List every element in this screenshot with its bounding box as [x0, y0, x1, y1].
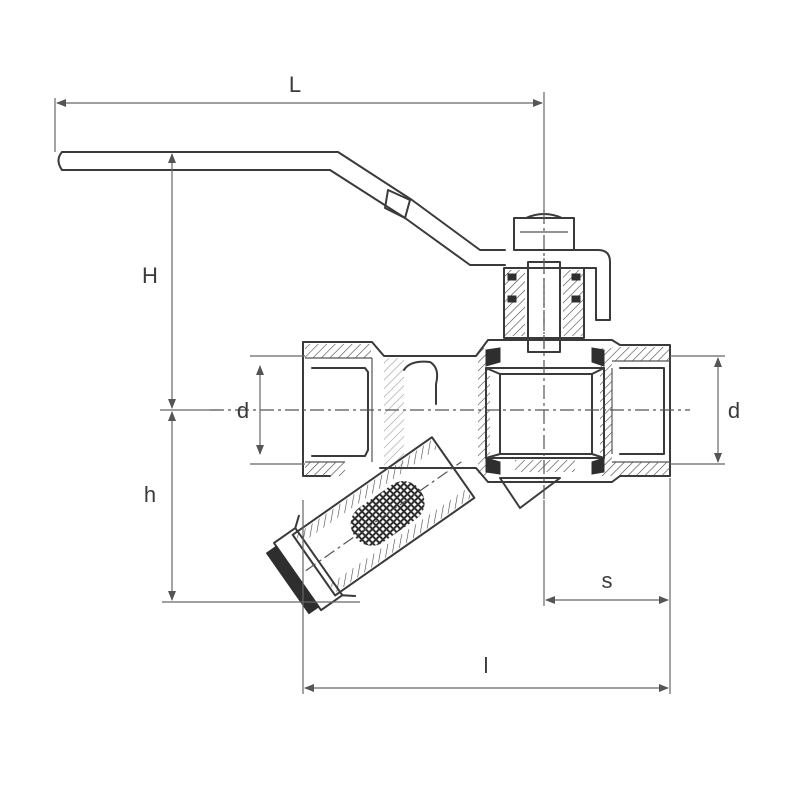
- dimension-d-left: d: [237, 355, 305, 465]
- dimension-l: l: [302, 500, 669, 694]
- lever-handle: [57, 151, 611, 321]
- dim-label-h: h: [144, 482, 156, 507]
- dimension-H: H: [142, 153, 220, 411]
- strainer-branch: [265, 436, 476, 615]
- dimension-s: s: [543, 478, 671, 694]
- dim-label-d-left: d: [237, 398, 249, 423]
- dim-label-L: L: [289, 72, 301, 97]
- dim-label-d-right: d: [728, 398, 740, 423]
- dimension-d-right: d: [670, 355, 740, 465]
- centerlines: [210, 210, 690, 500]
- dim-label-l: l: [484, 653, 489, 678]
- dimension-h: h: [144, 411, 360, 603]
- dim-label-s: s: [602, 568, 613, 593]
- dim-label-H: H: [142, 263, 158, 288]
- valve-body: [302, 339, 671, 509]
- dimension-L: L: [54, 72, 545, 218]
